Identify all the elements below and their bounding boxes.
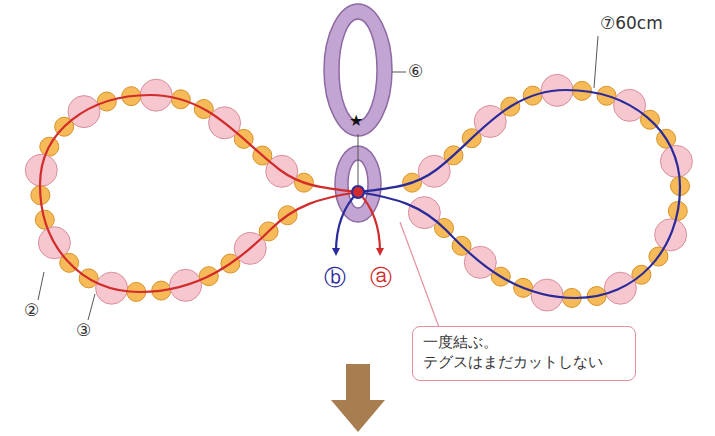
strand-end-b xyxy=(336,192,358,252)
strand-end-a xyxy=(358,192,380,252)
red-strand xyxy=(40,95,358,292)
note-text: 一度結ぶ。 テグスはまだカットしない xyxy=(423,332,623,373)
knot xyxy=(352,186,364,198)
callout-number: ⑥ xyxy=(408,62,423,81)
marker-symbol: ★ xyxy=(349,112,363,130)
bead-loop xyxy=(403,74,693,311)
note-callout: 一度結ぶ。 テグスはまだカットしない xyxy=(412,326,636,381)
leader-line xyxy=(358,134,359,185)
callout-number: ⑦60cm xyxy=(600,14,663,33)
leader-line xyxy=(392,72,406,73)
strand-end-label: ⓐ xyxy=(370,266,392,290)
blue-strand xyxy=(358,90,680,298)
leader-line xyxy=(38,272,44,300)
bead-loop xyxy=(25,79,313,304)
callout-leader xyxy=(400,222,440,330)
next-step-arrow xyxy=(331,364,385,432)
leader-line xyxy=(88,294,95,320)
leader-line xyxy=(594,36,598,88)
strand-end-label: ⓑ xyxy=(324,266,346,290)
callout-number: ② xyxy=(24,301,39,320)
callout-number: ③ xyxy=(76,321,91,340)
